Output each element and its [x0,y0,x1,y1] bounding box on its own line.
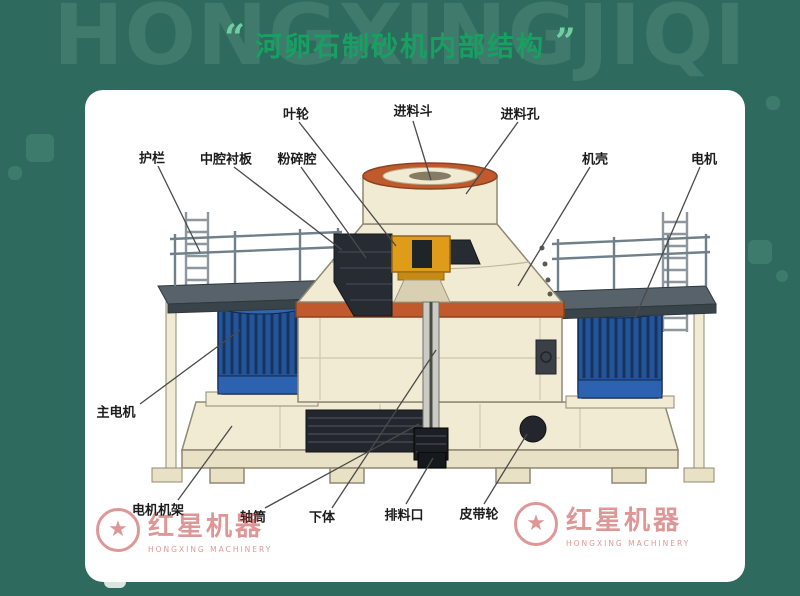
label-main-motor: 主电机 [96,405,136,421]
quote-close-icon: ” [555,21,576,63]
decor-shape [8,166,22,180]
label-shaft-cylinder: 轴筒 [239,510,267,526]
decor-shape [748,240,772,264]
bolt-dots [539,245,553,297]
label-cavity-liner: 中腔衬板 [199,152,253,168]
decor-shape [766,96,780,110]
decor-shape [26,134,54,162]
label-guardrail: 护栏 [138,151,166,167]
label-feed-hole: 进料孔 [500,107,540,123]
page-header: “ 河卵石制砂机内部结构 ” [0,12,800,76]
leader-lines [139,120,701,509]
machine-illustration [139,120,717,509]
crushing-chamber [333,233,481,317]
label-belt-pulley: 皮带轮 [459,507,499,523]
label-motor-frame: 电机机架 [131,503,185,519]
label-motor: 电机 [690,152,718,168]
right-motor-assembly [541,234,717,483]
quote-open-icon: “ [224,17,245,59]
impeller-part [391,235,451,281]
label-impeller: 叶轮 [282,107,310,123]
label-lower-body: 下体 [308,510,336,526]
decor-shape [776,270,788,282]
label-discharge-port: 排料口 [384,508,424,524]
distributor-cone [393,279,451,303]
page-title: 河卵石制砂机内部结构 [255,31,545,63]
label-casing: 机壳 [581,152,609,168]
bearing-block [535,339,557,375]
label-crushing-cavity: 粉碎腔 [277,152,317,168]
drive-frame [305,409,429,453]
label-feed-hopper: 进料斗 [393,104,433,120]
